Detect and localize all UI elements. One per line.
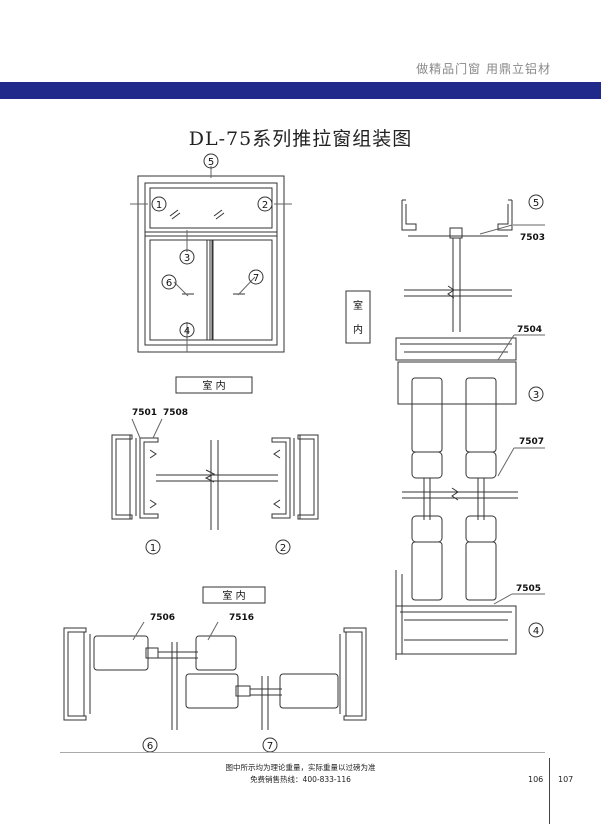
profile-7516: 7516: [229, 613, 254, 623]
callout-2-section: 2: [280, 543, 286, 554]
callout-2-elev: 2: [262, 200, 268, 211]
indoor-vertical-char-1: 室: [353, 299, 363, 312]
callout-4-vertical: 4: [533, 626, 539, 637]
header-bar: [0, 82, 601, 99]
callout-1-elev: 1: [156, 200, 162, 211]
footer-divider: [60, 752, 545, 753]
profile-7504: 7504: [517, 325, 542, 335]
page-separator: [549, 758, 550, 824]
vertical-section: [395, 199, 545, 660]
callout-6-section: 6: [147, 741, 153, 752]
header-slogan: 做精品门窗 用鼎立铝材: [416, 62, 551, 76]
page-number-right: 107: [558, 775, 574, 784]
indoor-box-vertical: [345, 290, 371, 344]
section-1-2: [111, 376, 319, 530]
profile-7506: 7506: [150, 613, 175, 623]
indoor-vertical-char-2: 内: [353, 323, 363, 336]
footer-note: 图中所示均为理论重量，实际重量以过磅为准: [225, 763, 376, 772]
profile-7508: 7508: [163, 408, 188, 418]
profile-7505: 7505: [516, 584, 541, 594]
callout-5-top: 5: [208, 157, 214, 168]
indoor-label-1: 室 内: [202, 379, 225, 392]
callout-6-elev: 6: [166, 278, 172, 289]
profile-7501: 7501: [132, 408, 157, 418]
footer-hotline: 免费销售热线：400-833-116: [250, 775, 351, 784]
window-elevation: [130, 166, 292, 353]
callout-4-elev: 4: [184, 326, 190, 337]
callout-3-elev: 3: [184, 253, 190, 264]
callout-7-section: 7: [267, 741, 273, 752]
callout-1-section: 1: [150, 543, 156, 554]
profile-7503: 7503: [520, 233, 545, 243]
section-6-7: [63, 586, 367, 730]
page-title: DL-75系列推拉窗组装图: [188, 128, 413, 150]
assembly-drawing: 5 1 2 3 6 7 4 1 2 6 7 5 3 4 室 内 室 内 室 内 …: [63, 153, 545, 753]
callout-7-elev: 7: [253, 273, 259, 284]
callout-5-vertical: 5: [533, 198, 539, 209]
callout-3-vertical: 3: [533, 390, 539, 401]
indoor-label-2: 室 内: [222, 589, 245, 602]
page-number-left: 106: [528, 775, 544, 784]
profile-7507: 7507: [519, 437, 544, 447]
